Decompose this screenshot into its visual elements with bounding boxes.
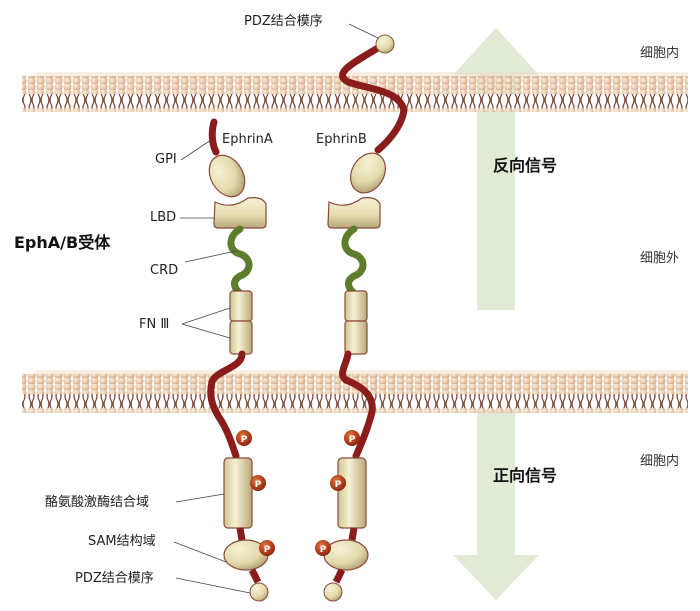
svg-text:P: P (241, 435, 248, 445)
svg-text:P: P (335, 480, 342, 490)
sam-domain-label: SAM结构域 (88, 534, 156, 549)
signal-arrows (453, 28, 539, 600)
ephrinA-ligand (208, 118, 246, 198)
ephrinB-ligand (339, 34, 408, 194)
reverse-signal-label: 反向信号 (493, 156, 558, 175)
fn3-domain-1 (344, 290, 368, 322)
lbd-label: LBD (150, 210, 177, 225)
tyrosine-kinase-domain (223, 457, 253, 529)
ephrinB-domain (350, 152, 386, 194)
region-extracellular: 细胞外 (640, 251, 680, 266)
region-intracellular-bottom: 细胞内 (640, 454, 680, 469)
gpi-label: GPI (155, 152, 177, 167)
receptor-title: EphA/B受体 (14, 233, 111, 252)
pdz-motif-bottom (249, 582, 269, 602)
tyrosine-kinase-domain (337, 457, 367, 529)
svg-text:P: P (349, 435, 356, 445)
svg-text:P: P (320, 545, 327, 555)
forward-signal-label: 正向信号 (493, 466, 558, 485)
crd-domain (227, 225, 253, 297)
phospho-site: P (330, 475, 346, 491)
ephrinB-label: EphrinB (316, 132, 367, 147)
phospho-site: P (315, 540, 331, 556)
forward-signal-arrow (453, 410, 539, 600)
pdz-motif-top (375, 34, 395, 54)
receptor-right: P P P (315, 197, 381, 602)
fn3-label: FN Ⅲ (139, 317, 170, 332)
svg-text:P: P (264, 545, 271, 555)
reverse-signal-arrow (453, 28, 539, 310)
lbd-domain (213, 197, 267, 229)
fn3-domain-1 (229, 290, 253, 322)
region-intracellular-top: 细胞内 (640, 46, 680, 61)
ephrinA-label: EphrinA (222, 132, 273, 147)
sam-domain (323, 539, 369, 571)
cell-membrane-top (22, 72, 688, 112)
fn3-domain-2 (229, 320, 253, 355)
fn3-domain-2 (344, 320, 368, 355)
lbd-domain (327, 197, 381, 229)
receptor-left: P P P (207, 197, 275, 602)
leader-lines (173, 23, 379, 594)
pdz-motif-bottom (323, 582, 343, 602)
crd-domain (341, 225, 367, 297)
ephrinA-domain (208, 154, 246, 198)
cell-membrane-bottom (22, 370, 688, 413)
phospho-site: P (236, 430, 252, 446)
phospho-site: P (344, 430, 360, 446)
tyrosine-kinase-label: 酪氨酸激酶结合域 (45, 495, 150, 510)
phospho-site: P (250, 475, 266, 491)
crd-label: CRD (150, 263, 179, 278)
pdz-motif-bottom-label: PDZ结合模序 (75, 571, 154, 586)
svg-text:P: P (255, 480, 262, 490)
phospho-site: P (259, 540, 275, 556)
pdz-motif-top-label: PDZ结合模序 (244, 14, 323, 29)
